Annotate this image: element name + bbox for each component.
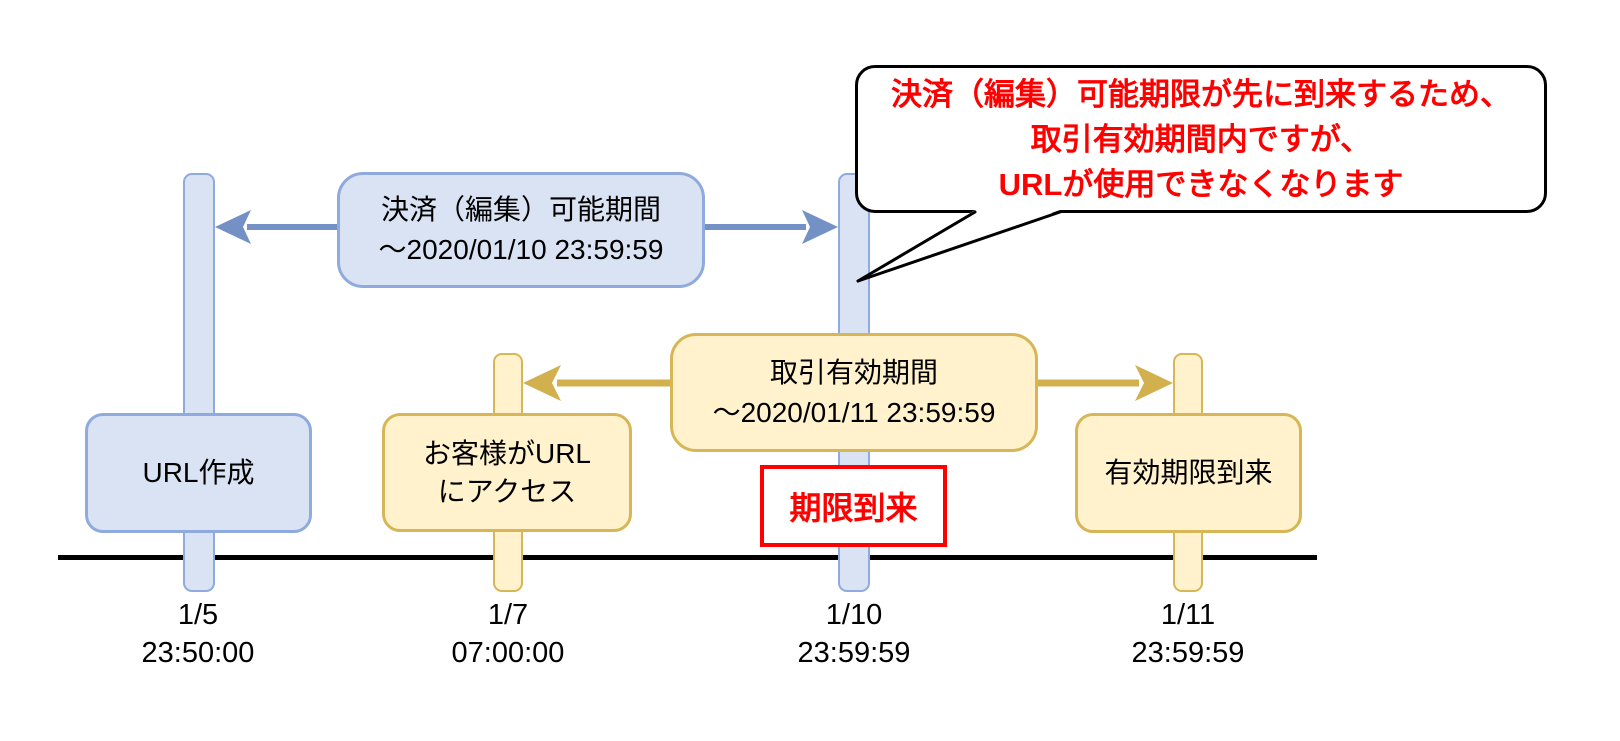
event-expiry: 有効期限到来 [1075, 413, 1302, 533]
tick-jan7-time: 07:00:00 [451, 637, 565, 669]
transaction-period-label: 取引有効期間 [769, 356, 938, 388]
event-url-created-label: URL作成 [142, 457, 255, 488]
transaction-period-box: 取引有効期間 ～2020/01/11 23:59:59 [670, 333, 1038, 452]
payment-period-deadline: ～2020/01/10 23:59:59 [378, 234, 664, 265]
callout-line-1: 決済（編集）可能期限が先に到来するため、 [891, 76, 1511, 112]
tick-jan11-date: 1/11 [1160, 599, 1216, 631]
tick-jan5-time: 23:50:00 [141, 637, 255, 669]
transaction-period-deadline: ～2020/01/11 23:59:59 [712, 396, 996, 428]
payment-period-right-arrow [705, 210, 838, 244]
tick-jan11: 1/11 23:59:59 [1132, 596, 1245, 672]
tick-jan5-date: 1/5 [177, 599, 219, 631]
timeline-axis [58, 555, 1317, 560]
callout-line-3: URLが使用できなくなります [998, 166, 1404, 202]
deadline-reached-badge: 期限到来 [760, 465, 947, 547]
event-customer-access: お客様がURL にアクセス [382, 413, 632, 532]
tick-jan10: 1/10 23:59:59 [798, 596, 911, 672]
event-url-created: URL作成 [85, 413, 312, 533]
payment-period-box: 決済（編集）可能期間 ～2020/01/10 23:59:59 [337, 172, 705, 288]
payment-period-left-arrow [215, 210, 337, 244]
deadline-reached-label: 期限到来 [789, 490, 918, 526]
callout-line-2: 取引有効期間内ですが、 [1030, 121, 1372, 157]
tick-jan11-time: 23:59:59 [1131, 637, 1245, 669]
tick-jan7: 1/7 07:00:00 [452, 596, 565, 672]
payment-period-label: 決済（編集）可能期間 [380, 194, 661, 225]
tick-jan10-date: 1/10 [825, 599, 883, 631]
callout-bubble: 決済（編集）可能期限が先に到来するため、 取引有効期間内ですが、 URLが使用で… [855, 65, 1547, 213]
event-customer-access-label-line2: にアクセス [437, 475, 577, 507]
tick-jan7-date: 1/7 [487, 599, 529, 631]
transaction-period-left-arrow [523, 365, 670, 401]
tick-jan5: 1/5 23:50:00 [142, 596, 255, 672]
tick-jan10-time: 23:59:59 [797, 637, 911, 669]
event-customer-access-label-line1: お客様がURL [422, 437, 591, 469]
event-expiry-label: 有効期限到来 [1104, 457, 1273, 488]
transaction-period-right-arrow [1038, 365, 1173, 401]
